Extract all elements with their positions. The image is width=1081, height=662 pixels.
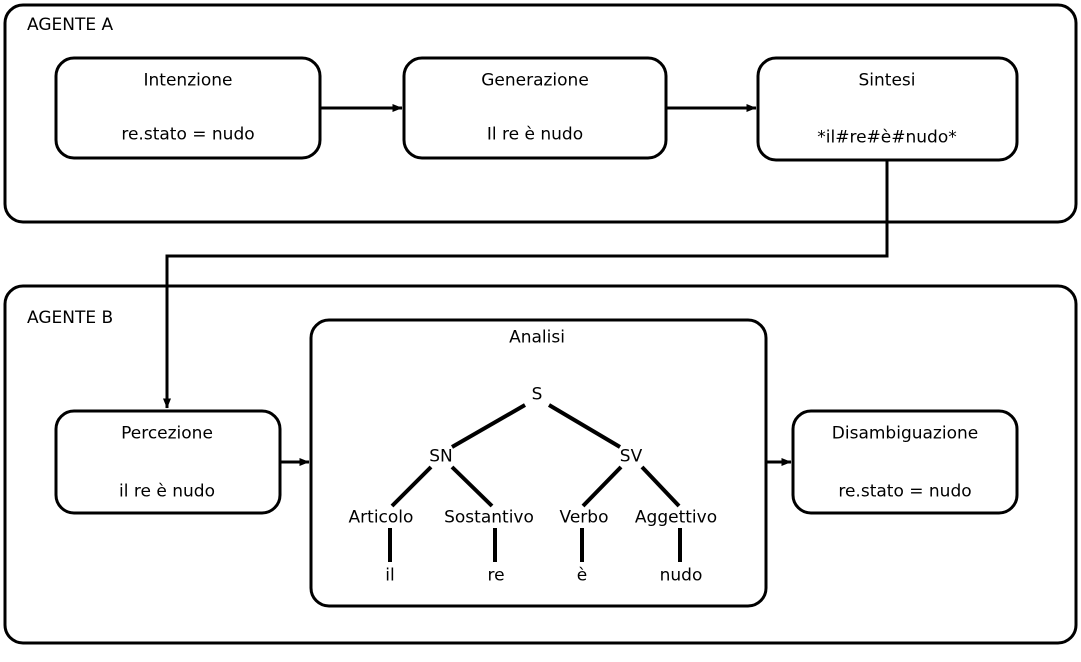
agent-a-container [3,3,1078,224]
tree-node-sn: SN [429,446,453,467]
tree-edge-s-sn [451,403,526,449]
analisi-box[interactable] [309,318,768,608]
connector-sintesi-to-percezione [163,160,889,409]
tree-leaf-e: è [576,565,588,586]
generazione-subtitle: Il re è nudo [486,124,584,145]
tree-leaf-re: re [487,565,505,586]
tree-edge-sv-verbo [581,465,623,508]
intenzione-subtitle: re.stato = nudo [121,124,255,145]
agent-b-container [3,284,1078,645]
tree-edge-sn-sostantivo [450,465,494,508]
tree-node-articolo: Articolo [348,507,414,528]
disambiguazione-box[interactable] [791,409,1019,515]
agent-b-label: AGENTE B [27,308,114,328]
percezione-subtitle: il re è nudo [119,481,215,502]
disambiguazione-subtitle: re.stato = nudo [838,481,972,502]
disambiguazione-title: Disambiguazione [831,423,979,444]
tree-edge-sv-aggettivo [640,465,681,508]
generazione-title: Generazione [481,70,589,91]
tree-leaf-il: il [385,565,395,586]
analisi-title: Analisi [509,327,565,348]
tree-node-sv: SV [619,446,643,467]
sintesi-subtitle: *il#re#è#nudo* [817,127,957,148]
tree-edge-sn-articolo [390,465,433,508]
percezione-title: Percezione [121,423,213,444]
agent-a-label: AGENTE A [27,15,114,35]
tree-node-verbo: Verbo [559,507,609,528]
tree-node-sostantivo: Sostantivo [444,507,534,528]
sintesi-title: Sintesi [858,70,916,91]
tree-edge-s-sv [547,403,622,449]
tree-node-s: S [531,384,543,405]
tree-node-aggettivo: Aggettivo [634,507,718,528]
intenzione-title: Intenzione [143,70,233,91]
tree-leaf-nudo: nudo [659,565,703,586]
